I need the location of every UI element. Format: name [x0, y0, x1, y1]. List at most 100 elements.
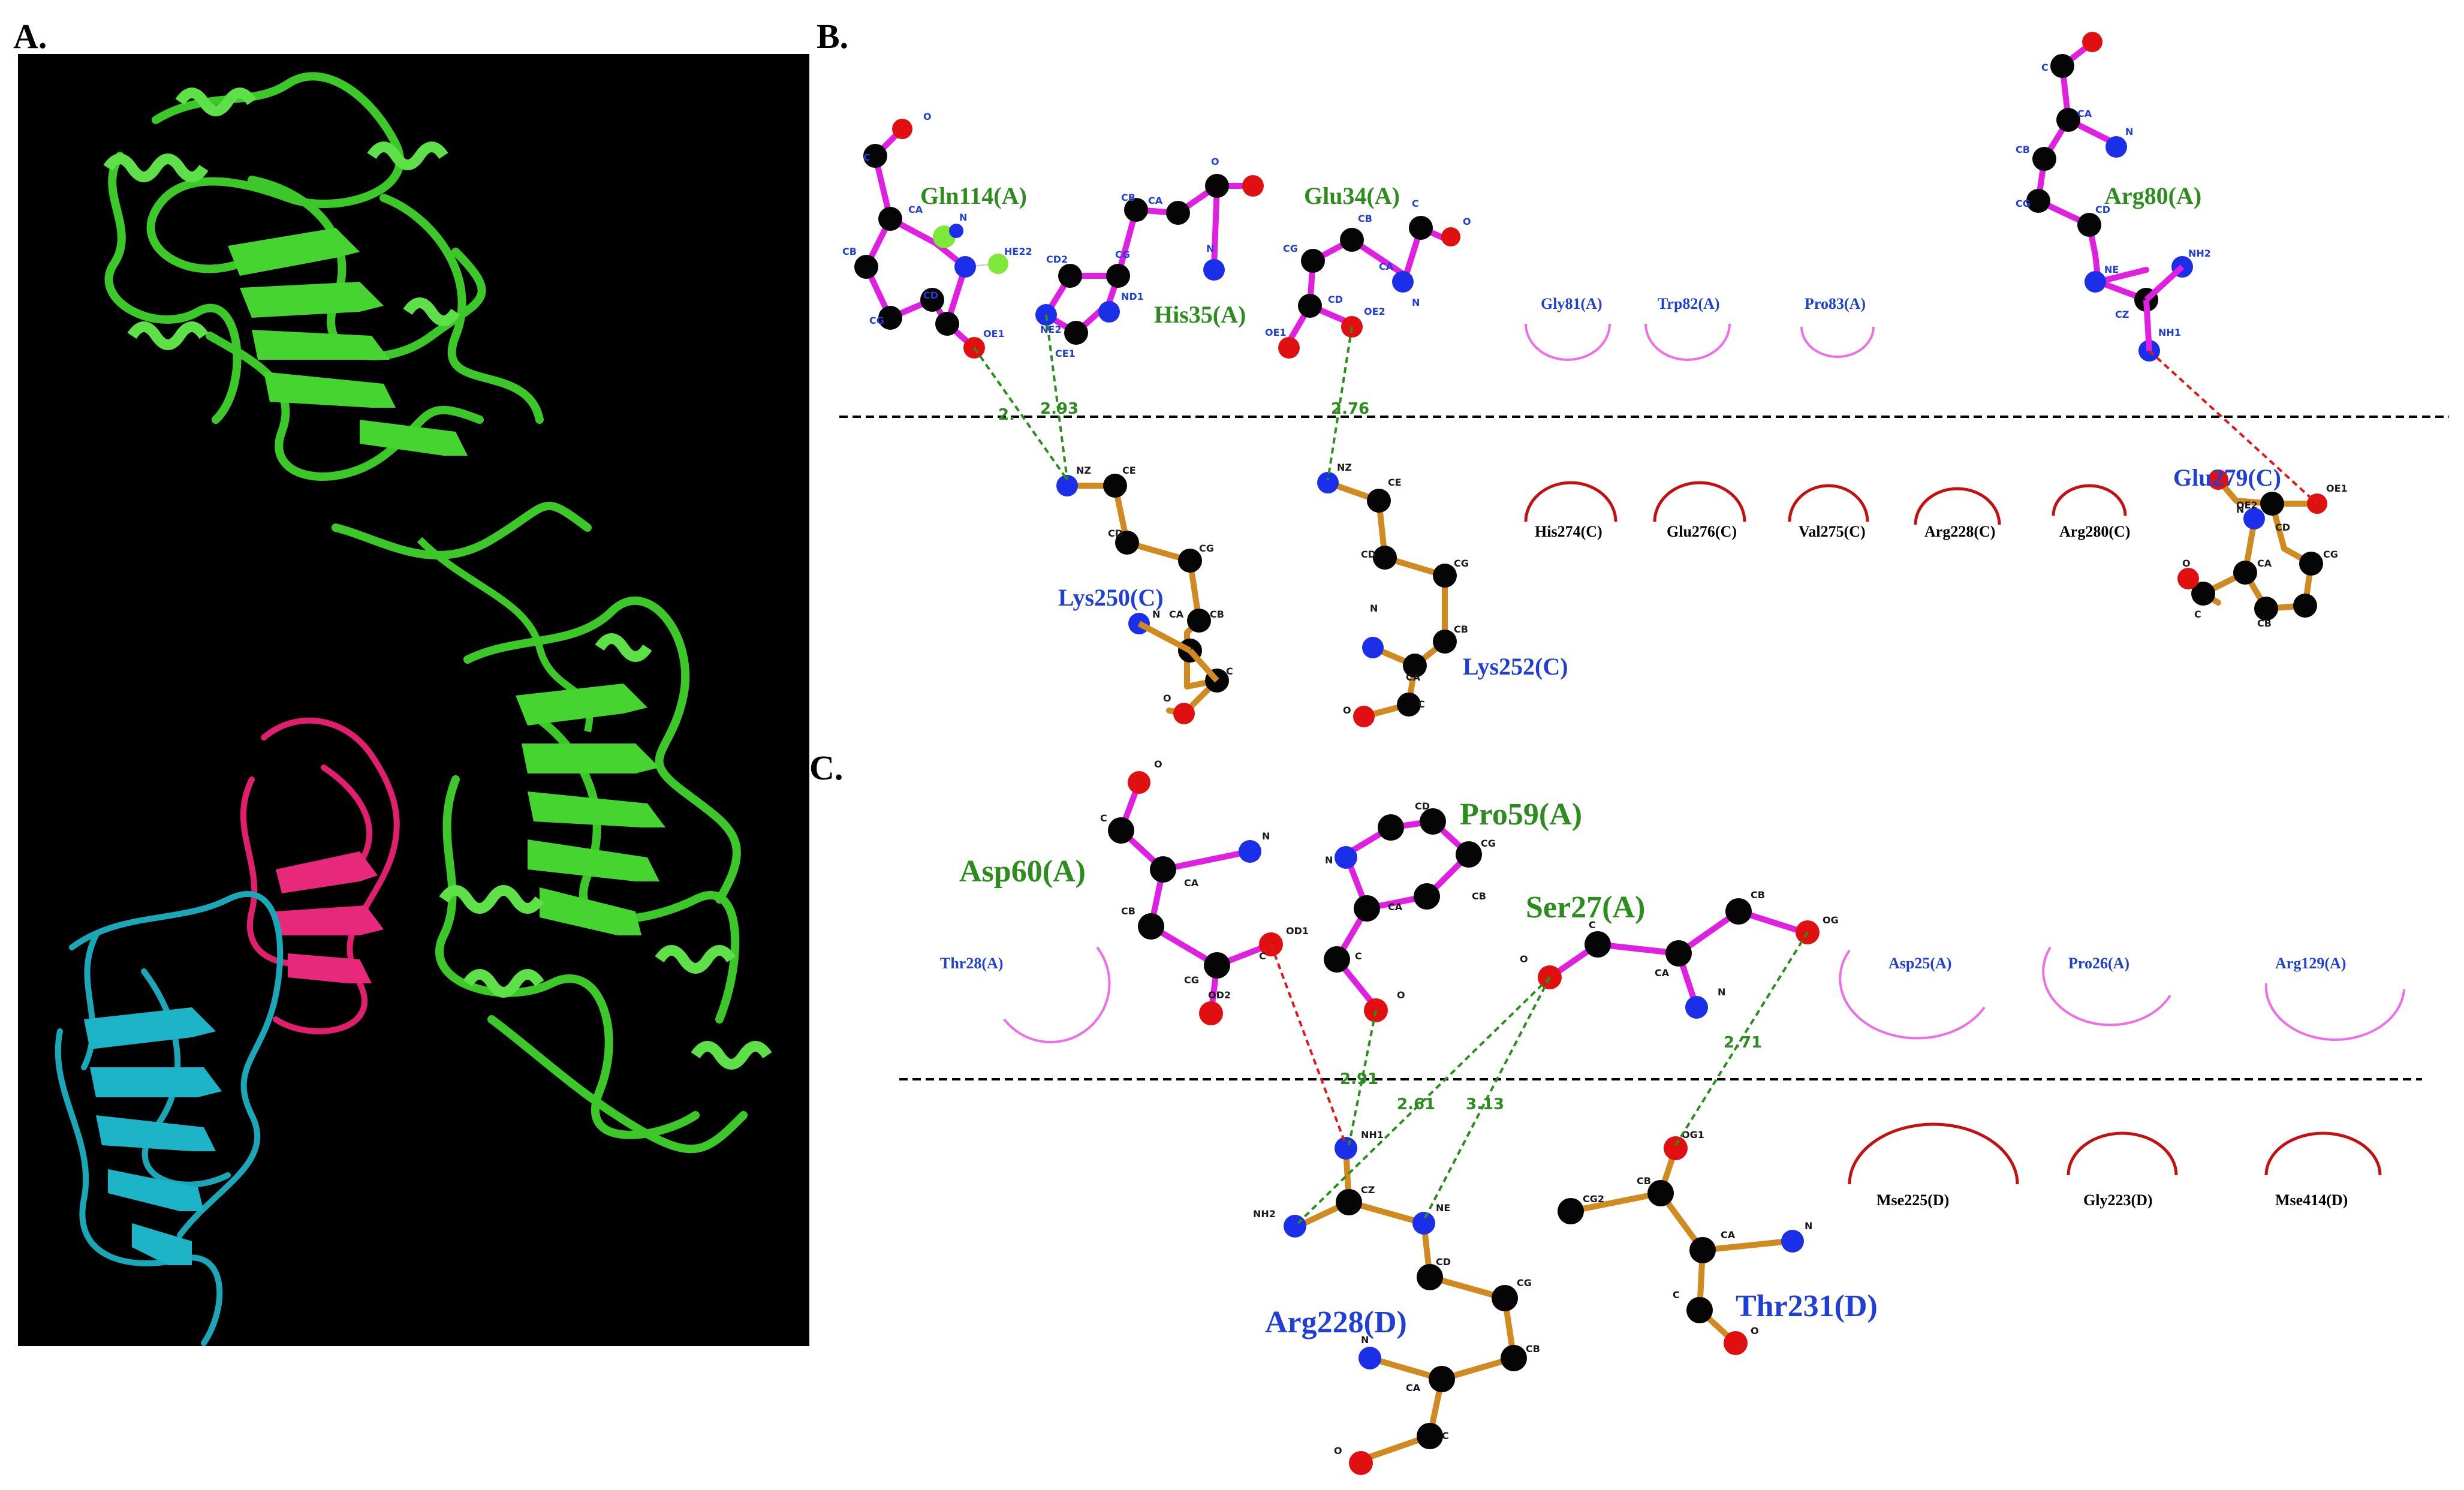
hydrophobic-arc-pro83: [1800, 326, 1875, 358]
atom-label: NE2: [1040, 324, 1061, 335]
atom-label: O: [1397, 989, 1405, 1001]
atom-nitrogen: [1335, 846, 1357, 869]
atom-label: CD: [1328, 294, 1343, 305]
atom-label: CB: [1454, 624, 1468, 635]
atom-label: CD2: [1046, 254, 1068, 265]
atom-oxygen: [2082, 32, 2102, 52]
atom-label: OD2: [1208, 989, 1231, 1001]
protein-sheet-green-lower: [516, 684, 665, 935]
atom-oxygen: [2208, 469, 2228, 490]
atom-label: NH1: [2158, 327, 2181, 338]
panel-c-label: C.: [809, 748, 843, 787]
hbond-gln114-lys250: [973, 347, 1068, 481]
residue-lys250: NZ CE CD CG CB N CA C O Lys250(C): [1056, 465, 1233, 724]
atom-carbon: [1403, 654, 1427, 678]
hydrophobic-label-gly81: Gly81(A): [1541, 295, 1602, 312]
hydrophobic-arc-his274: [1524, 481, 1617, 522]
atom-label: C: [1673, 1289, 1680, 1301]
atom-nitrogen: [1203, 259, 1225, 281]
atom-nitrogen: [1358, 1347, 1381, 1369]
atom-nitrogen: [1392, 271, 1414, 293]
residue-label-glu279: Glu279(C): [2173, 464, 2281, 491]
atom-label: N: [1206, 243, 1214, 254]
atom-label: OE2: [1364, 306, 1385, 317]
atom-label: OE1: [983, 328, 1005, 339]
atom-carbon: [1414, 883, 1440, 910]
atom-label: C: [1412, 198, 1419, 209]
atom-label: O: [923, 111, 932, 122]
residue-asp60: O C N CA CB C CG OD2 OD1 Asp60(A): [959, 758, 1309, 1025]
residue-pro59: CD CG N CB CA C O Pro59(A): [1324, 797, 1582, 1022]
atom-oxygen: [1349, 1451, 1373, 1475]
atom-carbon: [1501, 1345, 1527, 1371]
atom-label: C: [1100, 812, 1107, 824]
atom-label: CG: [869, 315, 884, 326]
atom-carbon: [2026, 189, 2050, 213]
atom-label: N: [1412, 297, 1420, 308]
atom-label: N: [1718, 986, 1725, 998]
salt-bridge-arg80-glu279: [2148, 350, 2318, 505]
atom-label: CA: [1379, 261, 1394, 272]
atom-label: CB: [1210, 609, 1224, 620]
hydrophobic-arc-arg280: [2052, 484, 2127, 516]
atom-carbon: [1115, 531, 1139, 555]
hydrophobic-label-arg129: Arg129(A): [2275, 955, 2346, 972]
hydrophobic-arc-thr28: [1003, 946, 1111, 1044]
atom-carbon: [878, 207, 902, 231]
atom-carbon: [1665, 940, 1692, 967]
residue-gln114: O C CA N CB CG CD OE1 HE22 Gln114(A): [842, 111, 1032, 359]
atom-carbon: [1064, 321, 1088, 345]
atom-label: CA: [2257, 558, 2272, 569]
atom-carbon: [2077, 213, 2101, 237]
residue-arg228: NH1 CZ NH2 NE CD CG CB N CA C O Arg228(D…: [1253, 1129, 1540, 1475]
atom-oxygen: [1128, 771, 1150, 794]
hydrogen-bonds-b: [973, 314, 1353, 481]
hydrophobic-contacts-b-bottom: [1524, 481, 2127, 525]
atom-carbon: [1433, 564, 1457, 588]
atom-label: C: [1589, 919, 1596, 931]
atom-carbon: [1103, 474, 1127, 498]
atom-carbon: [1417, 1423, 1443, 1449]
atom-carbon: [1397, 693, 1421, 717]
atom-nitrogen: [1098, 301, 1120, 323]
hydrophobic-arc-gly81: [1525, 323, 1611, 361]
atom-label: CA: [1148, 195, 1163, 206]
atom-label: CG: [1184, 974, 1199, 986]
atom-carbon: [1378, 814, 1404, 841]
panel-b-interaction-diagram: O C CA N CB CG CD OE1 HE22 Gln114(A): [839, 32, 2449, 727]
hydrophobic-label-asp25: Asp25(A): [1888, 955, 1951, 972]
atom-carbon: [1725, 898, 1752, 925]
atom-carbon: [854, 255, 878, 279]
protein-helices-green-upper: [103, 88, 460, 350]
atom-label: C: [1418, 699, 1425, 710]
atom-label: C: [2041, 62, 2049, 73]
atom-label: CG2: [1583, 1193, 1604, 1205]
atom-oxygen: [1353, 706, 1375, 727]
atom-carbon: [1492, 1285, 1518, 1311]
atom-label: O: [1751, 1325, 1759, 1337]
residue-label-pro59: Pro59(A): [1460, 797, 1582, 832]
atom-label: CZ: [2115, 309, 2129, 320]
hydrophobic-arc-val275: [1788, 484, 1869, 522]
atom-nitrogen: [2085, 271, 2106, 293]
atom-carbon: [935, 312, 959, 336]
atom-nitrogen: [1335, 1137, 1357, 1160]
atom-oxygen: [892, 119, 912, 139]
hbond-ser27-thr231: [1674, 931, 1809, 1146]
atom-carbon: [1417, 1264, 1443, 1290]
atom-label: CB: [1358, 213, 1372, 224]
residue-label-gln114: Gln114(A): [920, 182, 1027, 209]
atom-label: CA: [2077, 108, 2092, 119]
atom-carbon: [1367, 489, 1391, 513]
atom-carbon: [1336, 1189, 1362, 1215]
hbond-ser27-arg228-ne: [1423, 977, 1551, 1221]
atom-label: CE: [1122, 465, 1136, 476]
atom-carbon: [1298, 294, 1322, 318]
atom-label: N: [1361, 1334, 1369, 1345]
atom-label: C: [2194, 609, 2201, 620]
atom-oxygen: [1278, 337, 1300, 359]
hydrophobic-label-mse225: Mse225(D): [1876, 1191, 1949, 1209]
hbond-pro59-arg228: [1348, 1010, 1377, 1146]
atom-carbon: [2050, 54, 2074, 78]
atom-label: C: [863, 152, 870, 163]
